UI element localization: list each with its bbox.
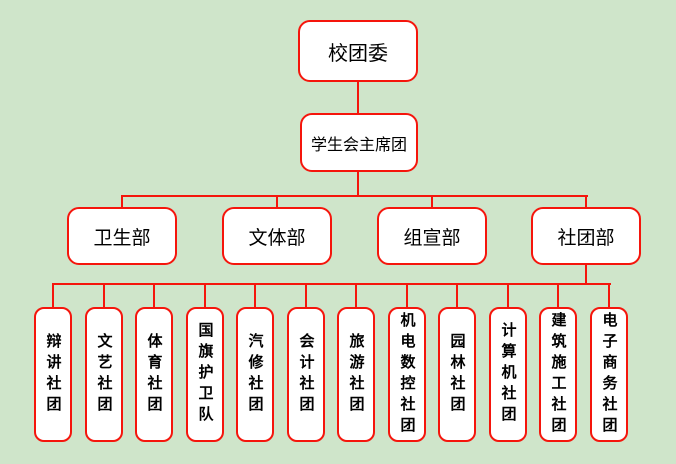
connector-club-drop — [355, 283, 357, 307]
club-node: 国旗护卫队 — [186, 307, 224, 442]
connector-presidium-down — [357, 172, 359, 195]
connector-club-drop — [103, 283, 105, 307]
club-node: 汽修社团 — [236, 307, 274, 442]
club-node: 文艺社团 — [85, 307, 123, 442]
department-node: 社团部 — [531, 207, 641, 265]
connector-club-drop — [52, 283, 54, 307]
club-node: 旅游社团 — [337, 307, 375, 442]
connector-club-drop — [557, 283, 559, 307]
club-node: 电子商务社团 — [590, 307, 628, 442]
department-node: 卫生部 — [67, 207, 177, 265]
club-node: 会计社团 — [287, 307, 325, 442]
connector-dept-drop — [585, 195, 587, 207]
club-node: 园林社团 — [438, 307, 476, 442]
connector-root-presidium — [357, 82, 359, 113]
connector-club-rail — [52, 283, 611, 285]
presidium-node: 学生会主席团 — [300, 113, 418, 172]
connector-dept-drop — [431, 195, 433, 207]
connector-dept-drop — [121, 195, 123, 207]
connector-dept-rail — [121, 195, 588, 197]
club-node: 辩讲社团 — [34, 307, 72, 442]
connector-club-drop — [507, 283, 509, 307]
connector-club-drop — [406, 283, 408, 307]
club-node: 体育社团 — [135, 307, 173, 442]
connector-club-drop — [305, 283, 307, 307]
department-node: 组宣部 — [377, 207, 487, 265]
club-node: 计算机社团 — [489, 307, 527, 442]
club-node: 建筑施工社团 — [539, 307, 577, 442]
connector-club-drop — [254, 283, 256, 307]
department-node: 文体部 — [222, 207, 332, 265]
root-node: 校团委 — [298, 20, 418, 82]
connector-club-drop — [608, 283, 610, 307]
connector-clubdept-down — [585, 265, 587, 283]
connector-club-drop — [204, 283, 206, 307]
connector-club-drop — [153, 283, 155, 307]
connector-dept-drop — [276, 195, 278, 207]
connector-club-drop — [456, 283, 458, 307]
club-node: 机电数控社团 — [388, 307, 426, 442]
